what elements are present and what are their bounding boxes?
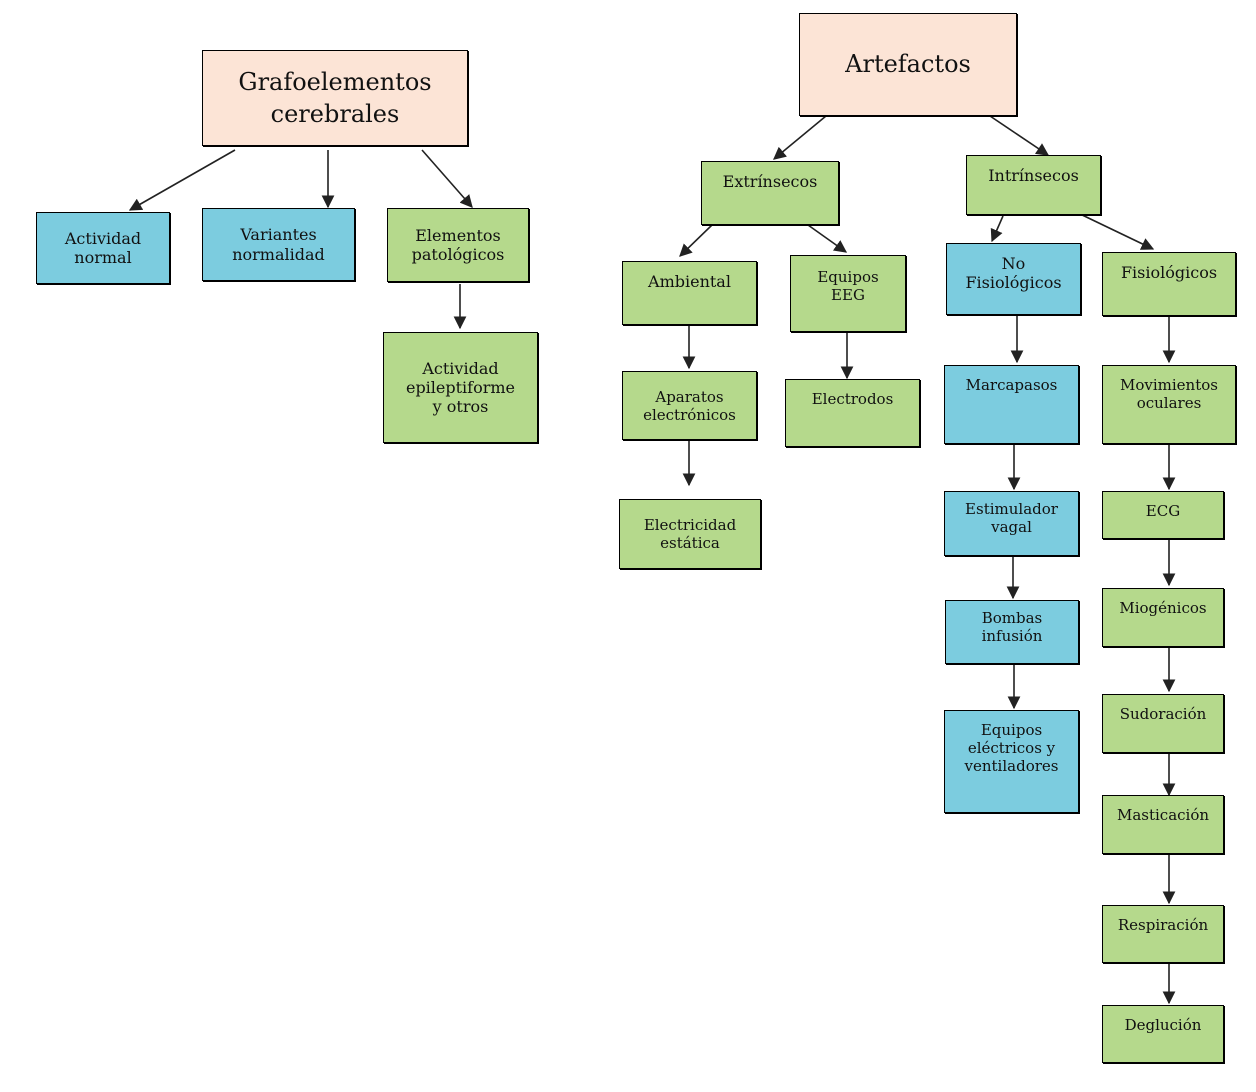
node-movimientos-oculares: Movimientos oculares (1102, 365, 1236, 444)
node-extrinsecos: Extrínsecos (701, 161, 839, 225)
node-deglucion: Deglución (1102, 1005, 1224, 1063)
node-masticacion: Masticación (1102, 795, 1224, 854)
edge-intrinsecos-to-fisiologicos (1077, 212, 1155, 250)
node-fisiologicos: Fisiológicos (1102, 252, 1236, 316)
node-bombas-infusion: Bombas infusión (945, 600, 1079, 664)
edge-artefactos-to-intrinsecos (989, 115, 1050, 156)
edge-intrinsecos-to-no-fisiologicos (990, 215, 1004, 243)
node-intrinsecos: Intrínsecos (966, 155, 1101, 215)
node-no-fisiologicos: No Fisiológicos (946, 243, 1081, 315)
node-equipos-eeg: Equipos EEG (790, 255, 906, 332)
node-miogenicos: Miogénicos (1102, 588, 1224, 647)
node-electricidad-estatica: Electricidad estática (619, 499, 761, 569)
edge-grafo-to-actividad-normal (128, 149, 236, 211)
node-equipos-electricos-ventiladores: Equipos eléctricos y ventiladores (944, 710, 1079, 813)
node-ecg: ECG (1102, 491, 1224, 539)
node-actividad-normal: Actividad normal (36, 212, 170, 284)
node-artefactos: Artefactos (799, 13, 1017, 116)
edge-artefactos-to-extrinsecos (773, 115, 827, 160)
edge-extrinsecos-to-equipos-eeg (807, 224, 848, 253)
node-ambiental: Ambiental (622, 261, 757, 325)
node-aparatos-electronicos: Aparatos electrónicos (622, 371, 757, 440)
node-marcapasos: Marcapasos (944, 365, 1079, 444)
node-elementos-patologicos: Elementos patológicos (387, 208, 529, 282)
node-actividad-epileptiforme: Actividad epileptiforme y otros (383, 332, 538, 443)
node-respiracion: Respiración (1102, 905, 1224, 963)
edge-extrinsecos-to-ambiental (679, 224, 713, 257)
node-sudoracion: Sudoración (1102, 694, 1224, 753)
node-electrodos: Electrodos (785, 379, 920, 447)
edge-grafo-to-patologicos (421, 149, 473, 208)
node-grafoelementos-cerebrales: Grafoelementos cerebrales (202, 50, 468, 146)
node-estimulador-vagal: Estimulador vagal (944, 491, 1079, 556)
node-variantes-normalidad: Variantes normalidad (202, 208, 355, 281)
